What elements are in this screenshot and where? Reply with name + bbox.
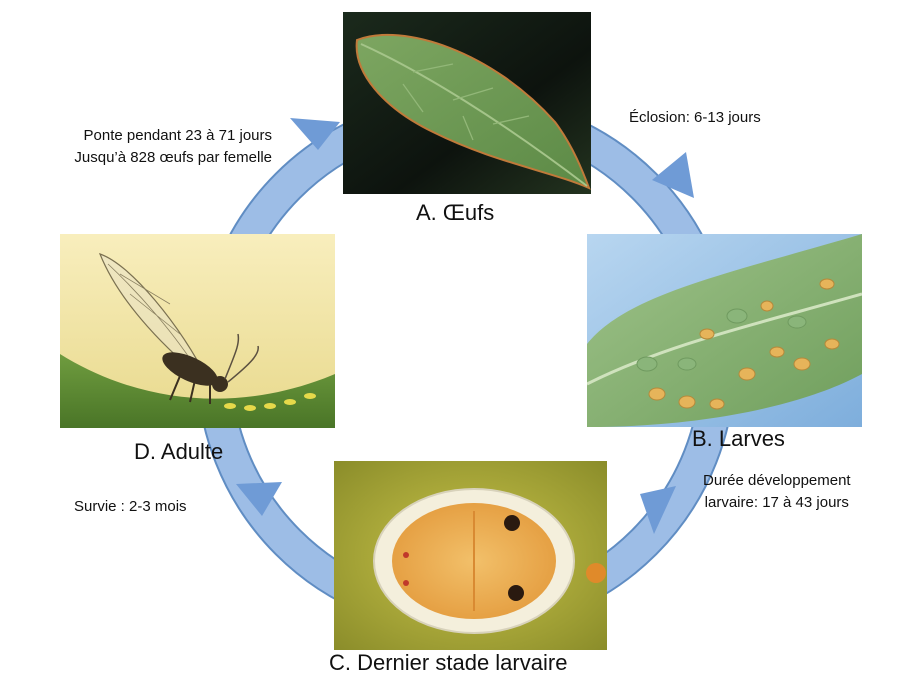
adult-survival-note: Survie : 2-3 mois [74,496,187,518]
egg-laying-line-2: Jusqu’à 828 œufs par femelle [8,147,272,169]
hatching-duration-note: Éclosion: 6-13 jours [629,107,761,129]
stage-label-adult: D. Adulte [134,439,223,465]
larvae-photo [587,234,862,427]
adult-photo [60,234,335,428]
stage-label-eggs: A. Œufs [416,200,494,226]
eggs-photo [343,12,591,194]
larval-development-note: Durée développement larvaire: 17 à 43 jo… [703,470,851,514]
larval-development-line-1: Durée développement [703,470,851,492]
egg-laying-line-1: Ponte pendant 23 à 71 jours [8,125,272,147]
last-instar-photo [334,461,607,650]
stage-label-last-instar: C. Dernier stade larvaire [329,650,567,676]
stage-label-larvae: B. Larves [692,426,785,452]
larval-development-line-2: larvaire: 17 à 43 jours [703,492,851,514]
egg-laying-note: Ponte pendant 23 à 71 jours Jusqu’à 828 … [8,125,272,169]
